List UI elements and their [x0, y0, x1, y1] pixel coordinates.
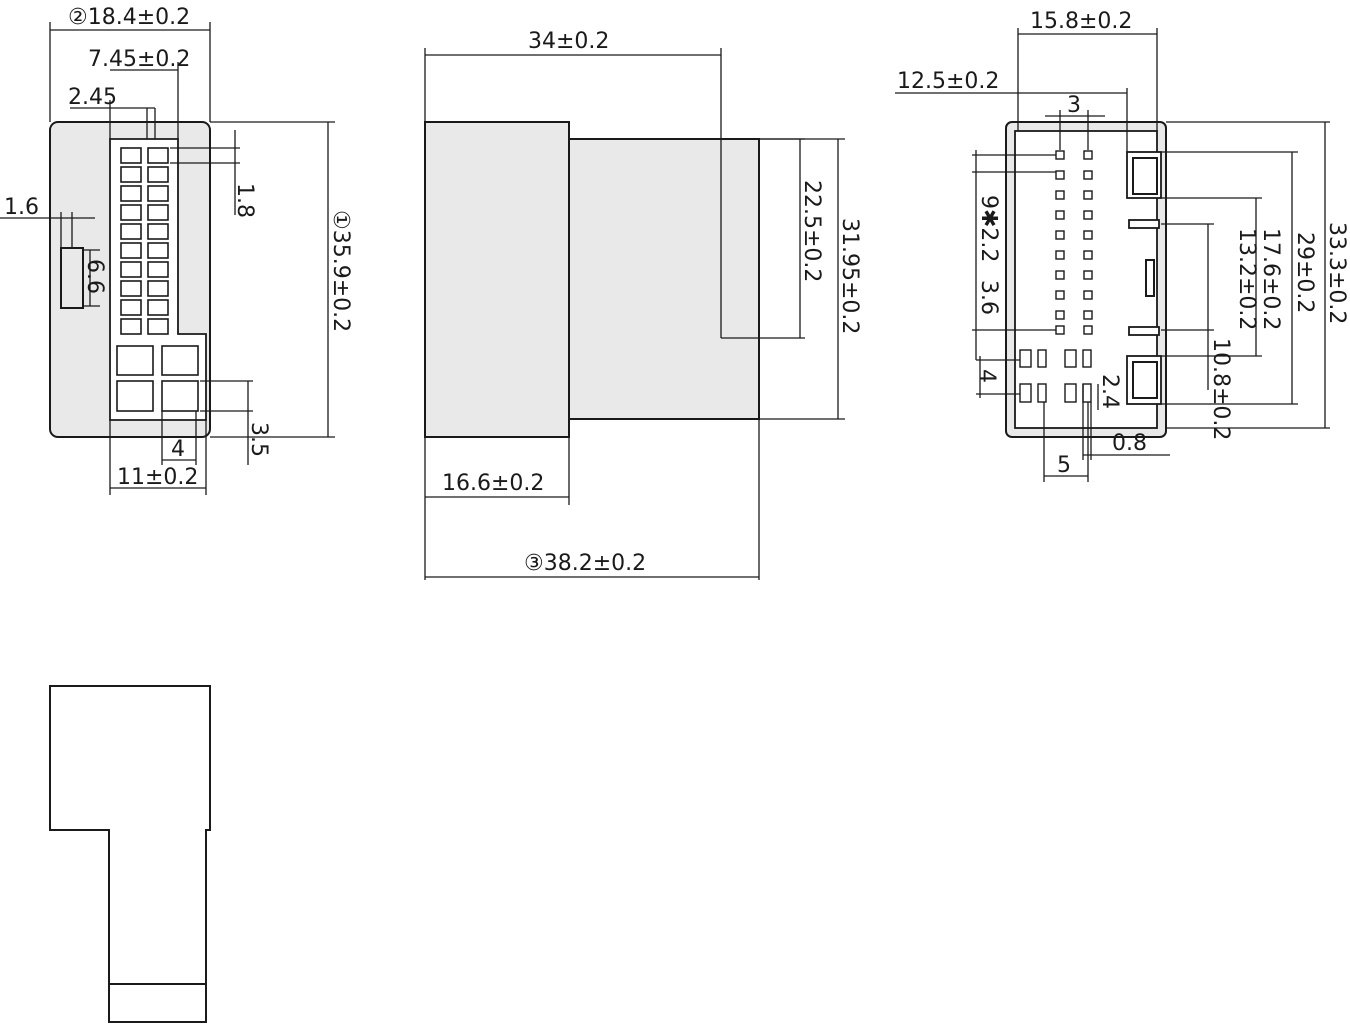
bottom-view: [49, 685, 211, 1023]
rear-view-latches: [1126, 151, 1162, 405]
front-view-power-cavities: [116, 345, 199, 412]
rear-height-overall: 33.3±0.2: [1324, 222, 1349, 324]
front-height-overall: ①35.9±0.2: [328, 210, 353, 332]
rear-view-labels: 15.8±0.2 12.5±0.2 3 9✱2.2 3.6 4 17.6±0.2…: [897, 9, 1349, 478]
side-height-mid: 22.5±0.2: [799, 180, 824, 282]
front-view-signal-cavities: [120, 147, 169, 335]
rear-power-height: 4: [974, 369, 999, 383]
side-view-rear-body: [568, 138, 760, 420]
rear-power-width: 5: [1057, 453, 1071, 478]
rear-view-signal-pins: [1055, 150, 1093, 335]
side-view-labels: 34±0.2 22.5±0.2 31.95±0.2 16.6±0.2 ③38.2…: [442, 29, 862, 576]
bottom-view-outline: [49, 685, 211, 1023]
side-view: 34±0.2 22.5±0.2 31.95±0.2 16.6±0.2 ③38.2…: [424, 29, 862, 580]
rear-width-overall: 15.8±0.2: [1030, 9, 1132, 34]
side-depth-overall: ③38.2±0.2: [524, 551, 646, 576]
side-depth-front: 16.6±0.2: [442, 471, 544, 496]
front-lower-width: 11±0.2: [117, 465, 198, 490]
side-view-front-body: [424, 121, 570, 438]
front-latch-height: 6.6: [82, 259, 107, 294]
front-power-pitch: 3.5: [246, 422, 271, 457]
front-view: ②18.4±0.2 7.45±0.2 2.45 1.8 1.6 6.6 ①35.…: [0, 5, 353, 495]
rear-pin-pitch: 9✱2.2: [976, 195, 1001, 262]
front-view-dimensions: [0, 22, 335, 495]
rear-height-a: 17.6±0.2: [1258, 228, 1283, 330]
front-offset-first: 2.45: [68, 85, 117, 110]
rear-width-inner: 12.5±0.2: [897, 69, 999, 94]
rear-height-d: 10.8±0.2: [1208, 338, 1233, 440]
rear-view: 15.8±0.2 12.5±0.2 3 9✱2.2 3.6 4 17.6±0.2…: [895, 9, 1349, 482]
side-view-dimensions: [424, 48, 845, 580]
rear-view-dimensions: [895, 28, 1330, 482]
side-depth-upper: 34±0.2: [528, 29, 609, 54]
side-height-overall: 31.95±0.2: [837, 218, 862, 334]
rear-height-c: 29±0.2: [1292, 232, 1317, 313]
rear-pin-column-pitch: 3: [1067, 93, 1081, 118]
rear-gap-a: 3.6: [976, 280, 1001, 315]
front-view-labels: ②18.4±0.2 7.45±0.2 2.45 1.8 1.6 6.6 ①35.…: [4, 5, 353, 490]
front-power-width: 4: [171, 437, 185, 462]
front-width-overall: ②18.4±0.2: [68, 5, 190, 30]
rear-wall: 0.8: [1112, 431, 1147, 456]
front-pitch-small: 1.8: [232, 183, 257, 218]
front-latch-offset: 1.6: [4, 195, 39, 220]
front-offset-pins: 7.45±0.2: [88, 47, 190, 72]
rear-power-pitch: 2.4: [1097, 374, 1122, 409]
rear-height-b: 13.2±0.2: [1234, 228, 1259, 330]
